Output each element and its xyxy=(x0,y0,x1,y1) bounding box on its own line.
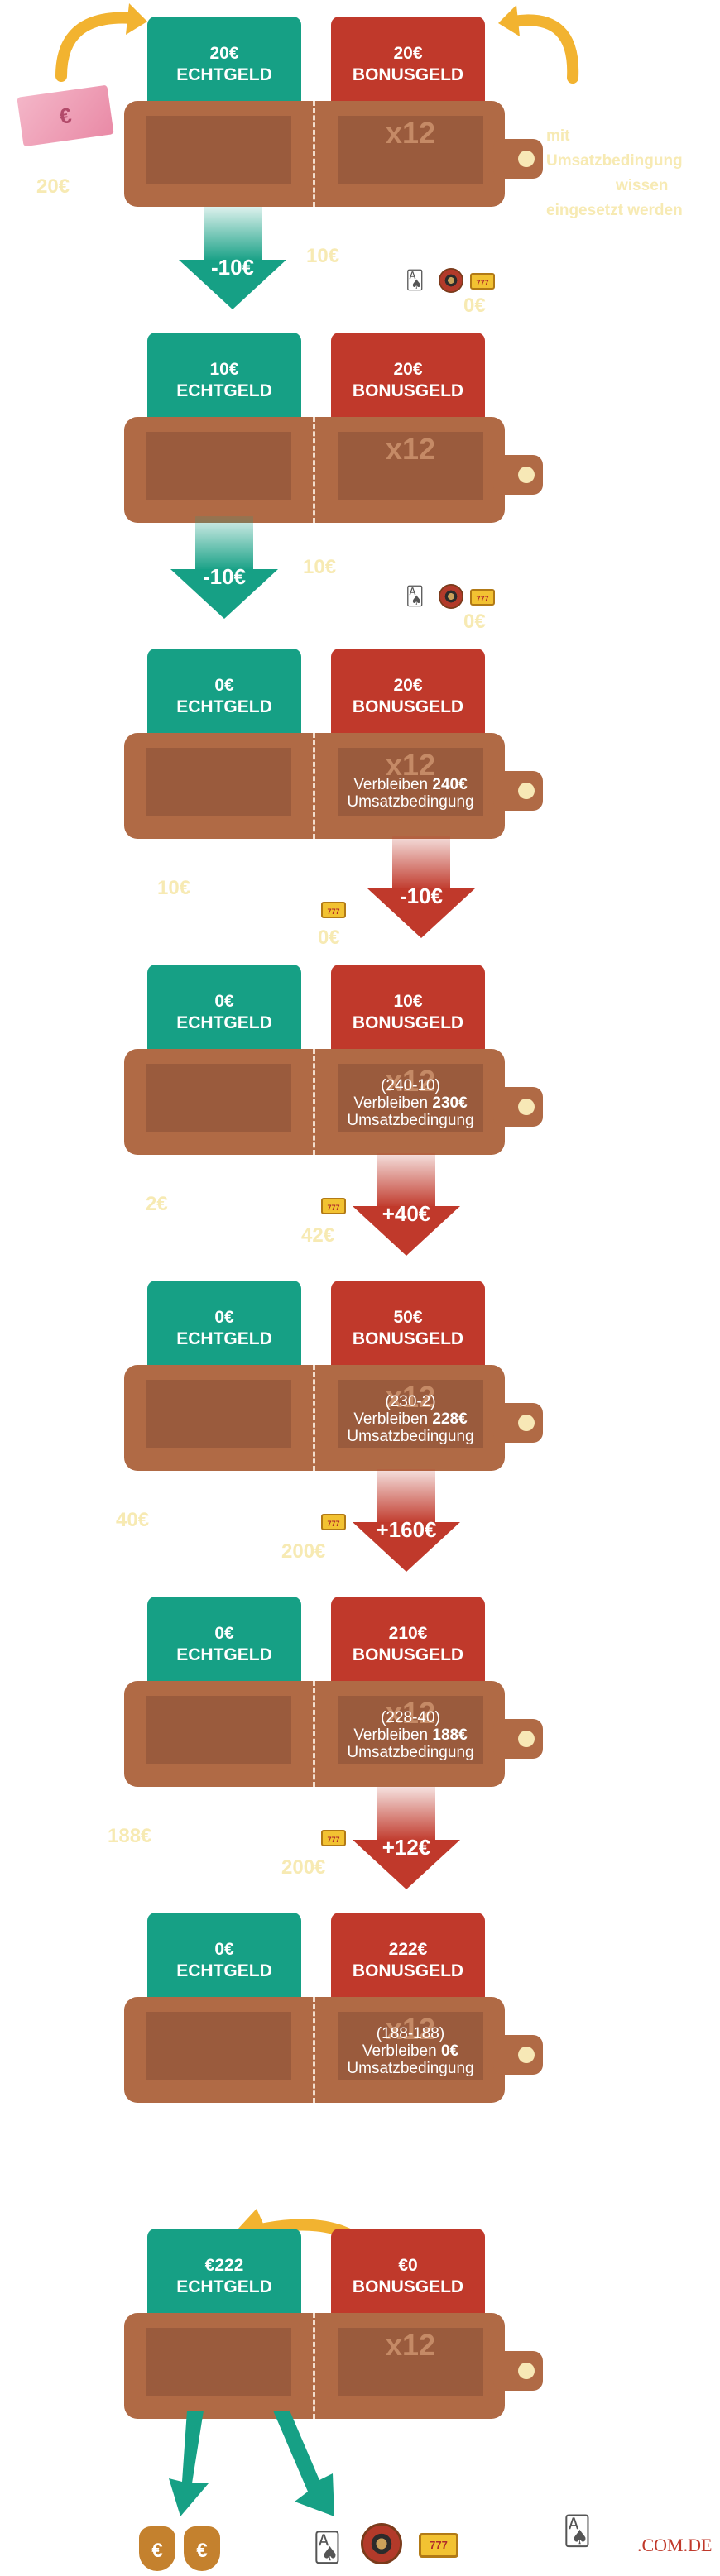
real-money-card: 0€ECHTGELD xyxy=(147,1913,301,2005)
faint-amount: 2€ xyxy=(146,1193,168,1215)
real-money-card: 20€ECHTGELD xyxy=(147,17,301,109)
slot-machine-icon: 777 xyxy=(321,902,346,918)
bonus-money-card: 50€BONUSGELD xyxy=(331,1281,485,1373)
multiplier-label: x12 xyxy=(385,432,436,466)
faint-amount: 10€ xyxy=(303,556,337,578)
stage-5: 0€ECHTGELD 50€BONUSGELD x12 (230-2) Verb… xyxy=(0,1264,720,1578)
faint-amount: 200€ xyxy=(281,1540,326,1563)
payout-arrows xyxy=(169,2411,334,2516)
incoming-curved-arrow xyxy=(498,5,579,84)
faint-amount: 10€ xyxy=(157,877,191,899)
wallet: x12 (228-40) Verbleiben 188€ Umsatzbedin… xyxy=(124,1681,505,1787)
wagering-note: (228-40) Verbleiben 188€ Umsatzbedingung xyxy=(347,1709,474,1761)
win-arrow: +12€ xyxy=(353,1787,460,1889)
wallet: x12 xyxy=(124,101,505,207)
multiplier-label: x12 xyxy=(385,1696,436,1730)
roulette-icon xyxy=(439,584,463,609)
wallet: x12 xyxy=(124,417,505,523)
wallet: x12 Verbleiben 240€ Umsatzbedingung xyxy=(124,733,505,839)
playing-cards-icon: 🂡 xyxy=(406,270,425,290)
wallet-clasp xyxy=(493,139,543,179)
brand-logo-cards-icon: 🂡 xyxy=(563,2516,592,2547)
slot-machine-icon: 777 xyxy=(321,1830,346,1846)
wallet: x12 (240-10) Verbleiben 230€ Umsatzbedin… xyxy=(124,1049,505,1155)
incoming-curved-arrow xyxy=(55,3,147,82)
playing-cards-icon: 🂡 xyxy=(406,586,425,606)
bonus-money-card: 20€BONUSGELD xyxy=(331,17,485,109)
multiplier-label: x12 xyxy=(385,748,436,782)
wager-arrow: -10€ xyxy=(367,836,475,938)
bonus-money-card: 210€BONUSGELD xyxy=(331,1597,485,1689)
faint-amount: 40€ xyxy=(116,1509,150,1531)
slot-machine-icon: 777 xyxy=(321,1514,346,1530)
intro-note: mit Umsatzbedingung wissen eingesetzt we… xyxy=(546,127,683,219)
faint-amount: 42€ xyxy=(301,1224,335,1247)
slot-machine-icon: 777 xyxy=(419,2533,458,2558)
real-money-card: 0€ECHTGELD xyxy=(147,965,301,1057)
stage-1: 20€ECHTGELD 20€BONUSGELD x12 -10€ 10€ 0€… xyxy=(0,0,720,317)
withdraw-arrow: -10€ xyxy=(179,207,286,309)
wallet-clasp xyxy=(493,771,543,811)
wagering-note: (230-2) Verbleiben 228€ Umsatzbedingung xyxy=(347,1393,474,1445)
wallet: x12 (230-2) Verbleiben 228€ Umsatzbeding… xyxy=(124,1365,505,1471)
money-bag-icon: € xyxy=(139,2526,175,2571)
win-arrow: +40€ xyxy=(353,1153,460,1256)
stage-7: 0€ECHTGELD 222€BONUSGELD x12 (188-188) V… xyxy=(0,1896,720,2210)
multiplier-label: x12 xyxy=(385,1064,436,1098)
withdraw-arrow: -10€ xyxy=(170,516,278,619)
roulette-icon xyxy=(361,2523,402,2564)
wallet-clasp xyxy=(493,2035,543,2075)
bonus-money-card: 20€BONUSGELD xyxy=(331,649,485,741)
stage-4: 0€ECHTGELD 10€BONUSGELD x12 (240-10) Ver… xyxy=(0,948,720,1262)
real-money-card: 0€ECHTGELD xyxy=(147,1281,301,1373)
roulette-icon xyxy=(439,268,463,293)
multiplier-label: x12 xyxy=(385,116,436,150)
win-arrow: +160€ xyxy=(353,1469,460,1572)
wallet-clasp xyxy=(493,1719,543,1759)
slot-machine-icon: 777 xyxy=(470,589,495,606)
bonus-money-card: 20€BONUSGELD xyxy=(331,333,485,425)
stage-6: 0€ECHTGELD 210€BONUSGELD x12 (228-40) Ve… xyxy=(0,1580,720,1894)
wallet: x12 (188-188) Verbleiben 0€ Umsatzbeding… xyxy=(124,1997,505,2103)
wallet-clasp xyxy=(493,1087,543,1127)
wallet: x12 xyxy=(124,2313,505,2419)
playing-cards-icon: 🂡 xyxy=(313,2532,342,2564)
deposit-amount: 20€ xyxy=(36,175,70,198)
bonus-money-card: 10€BONUSGELD xyxy=(331,965,485,1057)
banknotes-icon: € xyxy=(17,84,114,147)
faint-amount: 0€ xyxy=(463,294,486,317)
stage-3: 0€ECHTGELD 20€BONUSGELD x12 Verbleiben 2… xyxy=(0,632,720,949)
slot-machine-icon: 777 xyxy=(470,273,495,290)
multiplier-label: x12 xyxy=(385,1380,436,1414)
real-money-card: 0€ECHTGELD xyxy=(147,1597,301,1689)
brand-domain: .COM.DE xyxy=(637,2535,713,2555)
wallet-clasp xyxy=(493,2351,543,2391)
wagering-note: (240-10) Verbleiben 230€ Umsatzbedingung xyxy=(347,1077,474,1129)
real-money-card: 10€ECHTGELD xyxy=(147,333,301,425)
wagering-note: (188-188) Verbleiben 0€ Umsatzbedingung xyxy=(347,2025,474,2077)
multiplier-label: x12 xyxy=(385,2328,436,2362)
bonus-money-card: 222€BONUSGELD xyxy=(331,1913,485,2005)
slot-machine-icon: 777 xyxy=(321,1198,346,1214)
faint-amount: 188€ xyxy=(108,1825,152,1847)
real-money-card: 0€ECHTGELD xyxy=(147,649,301,741)
faint-amount: 10€ xyxy=(306,245,340,267)
money-bag-icon: € xyxy=(184,2526,220,2571)
stage-2: 10€ECHTGELD 20€BONUSGELD x12 -10€ 10€ 0€… xyxy=(0,316,720,633)
wallet-clasp xyxy=(493,1403,543,1443)
faint-amount: 0€ xyxy=(318,926,340,949)
faint-amount: 0€ xyxy=(463,610,486,633)
faint-amount: 200€ xyxy=(281,1856,326,1879)
multiplier-label: x12 xyxy=(385,2012,436,2046)
wallet-clasp xyxy=(493,455,543,495)
wagering-note: Verbleiben 240€ Umsatzbedingung xyxy=(347,776,474,811)
